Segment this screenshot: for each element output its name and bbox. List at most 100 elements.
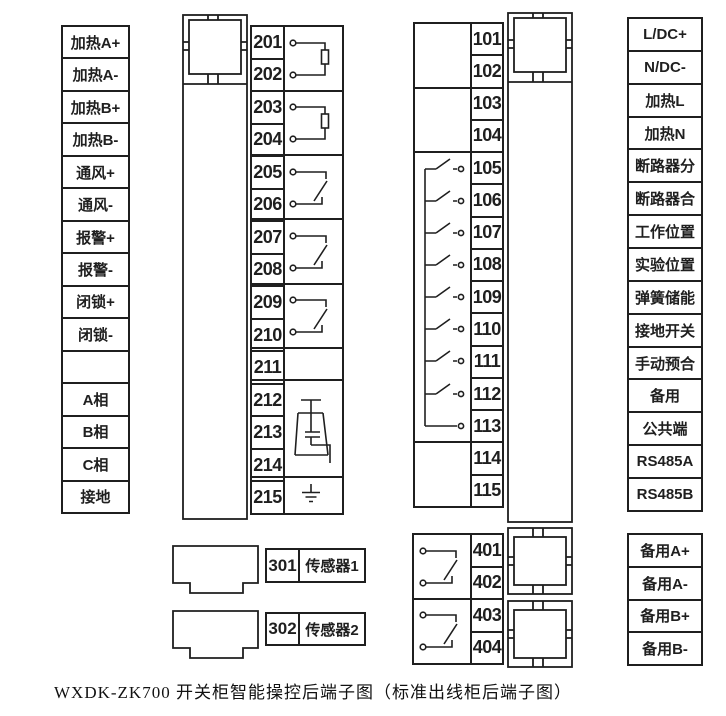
diagram-caption: WXDK-ZK700 开关柜智能操控后端子图（标准出线柜后端子图） [54,683,572,702]
terminal-number: 103 [472,89,502,121]
spare-label: 备用B+ [629,601,701,634]
left-label: 接地 [80,489,111,507]
relay-contact-symbol [289,232,328,272]
terminal-number: 113 [472,411,502,444]
right-label: 断路器合 [629,183,701,217]
terminal-number: 214 [252,450,283,483]
left-label: 报警+ [63,222,128,255]
switch-symbol [425,254,465,269]
din-rail-strip-icon [182,14,248,520]
spare-contact-symbols [419,547,458,651]
terminal-number: 204 [252,125,283,158]
terminal-number: 403 [472,600,502,633]
group-divider [252,283,342,285]
left-label: C相 [63,449,128,482]
right-label: 备用 [629,380,701,414]
group-divider [415,87,502,89]
group-divider [252,347,342,349]
relay-contact-symbol [419,611,458,651]
left-label: 加热A+ [63,27,128,60]
terminal-number: 302 [267,614,300,644]
terminal-number: 109 [472,282,502,315]
left-label: B相 [63,417,128,450]
left-label: 加热A- [63,59,128,92]
right-label: RS485A [629,446,701,480]
right-label: 加热N [629,118,701,151]
spare-label-column: 备用A+ 备用A- 备用B+ 备用B- [627,533,703,666]
right-label-column: L/DC+ N/DC- 加热L 加热N 断路器分 断路器合 工作位置 实验位置 … [627,17,703,512]
terminal-number: 202 [252,60,283,93]
relay-contact-symbol [289,296,328,336]
right-label: 公共端 [629,413,701,447]
right-label: RS485B [636,485,694,503]
group-divider [415,151,502,153]
terminal-block-200: 201 202 203 204 205 206 207 208 209 210 … [250,25,344,515]
terminal-number: 203 [252,92,283,125]
switch-symbol [425,318,465,333]
terminal-number: 104 [472,121,502,154]
right-label: 加热L [629,85,701,118]
terminal-number: 215 [253,487,282,508]
resistor-symbol [289,103,330,143]
terminal-number: 114 [472,443,502,476]
switch-symbol [425,350,465,365]
terminal-block-400: 401 402 403 404 [412,533,504,665]
group-divider [252,379,342,381]
resistor-symbol [289,39,330,79]
sensor-label: 传感器1 [305,558,359,575]
spare-label: 备用A+ [629,535,701,568]
terminal-number: 205 [252,157,283,190]
sensor-label: 传感器2 [305,621,359,639]
group-divider [414,598,502,600]
terminal-number-column: 101 102 103 104 105 106 107 108 109 110 … [470,24,502,506]
right-label: 手动预合 [629,348,701,381]
terminal-number-column: 201 202 203 204 205 206 207 208 209 210 … [252,27,285,513]
sensor-transformer-symbol [294,399,331,463]
right-label: 工作位置 [629,216,701,250]
group-divider [252,154,342,156]
right-label: 实验位置 [629,249,701,282]
terminal-number: 110 [472,314,502,347]
switch-symbol [425,190,465,205]
terminal-number: 212 [252,385,283,418]
left-label-column: 加热A+ 加热A- 加热B+ 加热B- 通风+ 通风- 报警+ 报警- 闭锁+ … [61,25,130,514]
right-label: N/DC- [629,52,701,85]
terminal-number: 208 [252,255,283,288]
group-divider [415,441,502,443]
terminal-number: 115 [473,480,501,501]
terminal-number: 404 [472,637,502,658]
group-divider [252,476,342,478]
din-rail-bracket-icon [507,527,573,595]
terminal-number: 207 [252,222,283,255]
terminal-number: 213 [252,417,283,450]
relay-contact-symbol [419,547,458,587]
right-label: 弹簧储能 [629,282,701,315]
right-label: L/DC+ [629,19,701,52]
left-label: 闭锁+ [63,287,128,320]
input-switch-symbols [424,158,465,430]
terminal-number: 107 [472,218,502,250]
terminal-number: 210 [252,320,283,353]
spare-label: 备用A- [629,568,701,601]
rj45-jack-icon [172,545,259,594]
left-label: A相 [63,384,128,417]
terminal-number: 108 [472,250,502,283]
left-label: 加热B- [63,124,128,157]
din-rail-bracket-icon [507,600,573,668]
terminal-number: 111 [472,347,502,379]
switch-symbol [425,383,465,398]
terminal-number: 211 [252,352,283,385]
right-label: 接地开关 [629,315,701,348]
din-rail-bracket-icons [507,527,573,668]
switch-symbol [425,222,465,237]
terminal-number: 209 [252,287,283,320]
sensor-terminal-2: 302 传感器2 [265,612,366,646]
sensor-terminal-1: 301 传感器1 [265,548,366,583]
left-label: 闭锁- [63,319,128,352]
common-terminal-line [425,422,465,430]
left-label: 通风+ [63,157,128,190]
terminal-number: 206 [252,190,283,223]
group-divider [252,218,342,220]
output-symbols [289,39,331,503]
